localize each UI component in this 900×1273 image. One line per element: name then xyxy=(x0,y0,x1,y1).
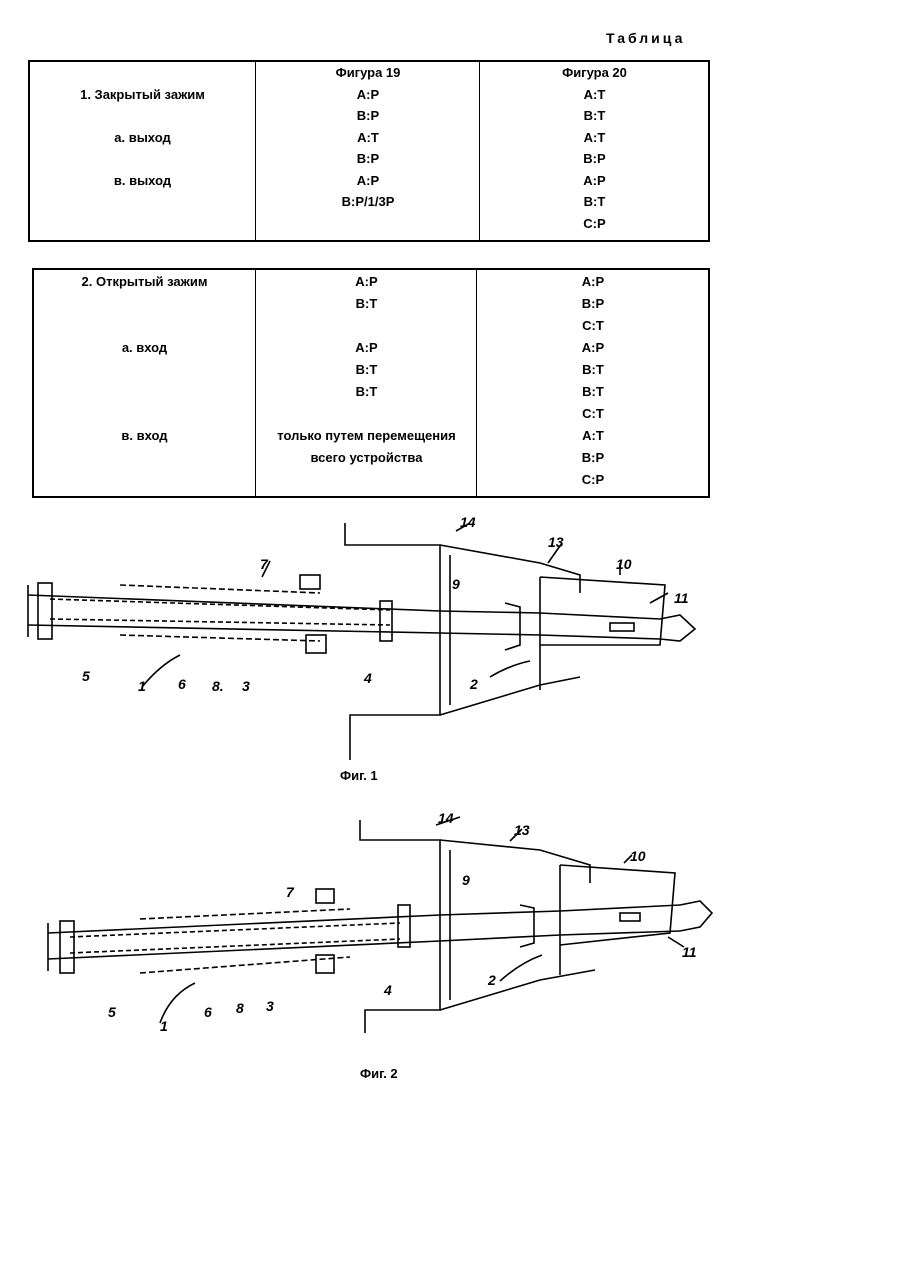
table-caption: Таблица xyxy=(606,30,685,46)
table-cell: A:P xyxy=(477,274,709,290)
table-cell: только путем перемещения xyxy=(256,428,477,444)
table-cell: B:P/1/3P xyxy=(256,194,480,210)
fig2-label-5: 5 xyxy=(108,1004,116,1020)
table-open-clamp: 2. Открытый зажима. входв. вход A:PB:TA:… xyxy=(32,268,710,498)
fig1-label-1: 1 xyxy=(138,678,146,694)
fig2-label-7: 7 xyxy=(286,884,295,900)
figure-2-drawing: 14 13 10 11 7 9 5 1 6 8 3 4 2 xyxy=(20,805,740,1035)
column-fig20: Фигура 20 A:T B:T A:T B:P A:P B:T C:P xyxy=(479,62,709,240)
fig1-label-10: 10 xyxy=(616,556,632,572)
table-cell: B:P xyxy=(480,151,709,167)
fig1-label-5: 5 xyxy=(82,668,90,684)
fig2-label-9: 9 xyxy=(462,872,470,888)
table-cell: B:T xyxy=(256,384,477,400)
fig2-label-6: 6 xyxy=(204,1004,212,1020)
fig1-label-3: 3 xyxy=(242,678,250,694)
figure-1-drawing: 14 13 10 11 7 9 5 1 6 8. 3 4 2 xyxy=(20,515,740,765)
table-cell: в. вход xyxy=(34,428,255,444)
table-cell: A:T xyxy=(480,87,709,103)
fig1-label-11: 11 xyxy=(674,590,689,606)
fig2-label-2: 2 xyxy=(487,972,496,988)
table-cell: A:P xyxy=(256,173,480,189)
table-cell: B:T xyxy=(477,362,709,378)
column-label: 1. Закрытый зажим а. выход в. выход xyxy=(30,62,255,240)
table-cell: C:P xyxy=(480,216,709,232)
table-cell: B:P xyxy=(477,296,709,312)
table-cell: C:P xyxy=(477,472,709,488)
table-cell: B:T xyxy=(480,194,709,210)
figure-2-caption: Фиг. 2 xyxy=(360,1066,398,1081)
table-cell: B:P xyxy=(256,108,480,124)
table-closed-clamp: 1. Закрытый зажим а. выход в. выход Фигура… xyxy=(28,60,710,242)
table-cell: Фигура 19 xyxy=(256,65,480,81)
table-cell: A:T xyxy=(256,130,480,146)
column-fig19: A:P B:T A:P B:T B:T только путем перемещения в… xyxy=(255,270,477,496)
table-cell: Фигура 20 xyxy=(480,65,709,81)
table-cell: A:P xyxy=(256,87,480,103)
table-cell: A:P xyxy=(256,274,477,290)
fig1-label-13: 13 xyxy=(548,534,564,550)
table-cell: B:T xyxy=(256,362,477,378)
fig2-label-4: 4 xyxy=(383,982,392,998)
column-fig19: Фигура 19 A:P B:P A:T B:P A:P B:P/1/3P xyxy=(255,62,480,240)
fig2-label-11: 11 xyxy=(682,944,697,960)
fig1-label-2: 2 xyxy=(469,676,478,692)
fig2-label-1: 1 xyxy=(160,1018,168,1034)
table-cell: в. выход xyxy=(30,173,255,189)
table-cell: B:P xyxy=(477,450,709,466)
table-cell: а. выход xyxy=(30,130,255,146)
table-cell: A:P xyxy=(256,340,477,356)
column-label: 2. Открытый зажим а. вход в. вход xyxy=(34,270,255,496)
fig1-label-6: 6 xyxy=(178,676,186,692)
figure-1-caption: Фиг. 1 xyxy=(340,768,378,783)
column-fig20: A:P B:P C:T A:P B:T B:T C:T A:T B:P C:P xyxy=(476,270,709,496)
table-cell: а. вход xyxy=(34,340,255,356)
fig1-label-8: 8. xyxy=(212,678,224,694)
table-cell: A:P xyxy=(480,173,709,189)
table-cell: B:T xyxy=(477,384,709,400)
table-cell: B:P xyxy=(256,151,480,167)
table-cell: B:T xyxy=(256,296,477,312)
table-cell: A:T xyxy=(480,130,709,146)
fig2-label-14: 14 xyxy=(438,810,454,826)
fig2-label-10: 10 xyxy=(630,848,646,864)
table-cell: A:T xyxy=(477,428,709,444)
table-cell: C:T xyxy=(477,406,709,422)
fig1-label-7: 7 xyxy=(260,556,269,572)
table-cell: C:T xyxy=(477,318,709,334)
fig1-label-14: 14 xyxy=(460,515,476,530)
fig2-label-3: 3 xyxy=(266,998,274,1014)
table-cell: B:T xyxy=(480,108,709,124)
fig2-label-8: 8 xyxy=(236,1000,244,1016)
fig1-label-4: 4 xyxy=(363,670,372,686)
table-cell: 1. Закрытый зажим xyxy=(30,87,255,103)
fig1-label-9: 9 xyxy=(452,576,460,592)
table-cell: A:P xyxy=(477,340,709,356)
fig2-label-13: 13 xyxy=(514,822,530,838)
table-cell: всего устройства xyxy=(256,450,477,466)
table-cell: 2. Открытый зажим xyxy=(34,274,255,290)
